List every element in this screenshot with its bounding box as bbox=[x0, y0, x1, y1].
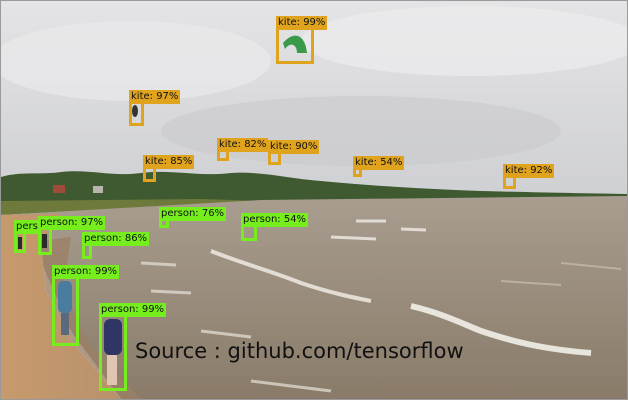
detection-box-kite: kite: 82% bbox=[217, 138, 269, 161]
detection-box-person: person: 99% bbox=[99, 303, 167, 391]
wave bbox=[330, 219, 427, 241]
detection-label: person: 99% bbox=[99, 303, 167, 317]
lake-water bbox=[1, 196, 627, 399]
kite-shape bbox=[283, 35, 307, 53]
kite-shape bbox=[132, 105, 138, 117]
detection-label: person: 97% bbox=[38, 216, 106, 230]
person-figure bbox=[18, 237, 22, 249]
detection-label: person: 99% bbox=[52, 265, 120, 279]
person-figure bbox=[42, 234, 47, 248]
beach-sand bbox=[1, 214, 121, 399]
wave bbox=[410, 303, 592, 356]
detection-box-person: person: 97% bbox=[38, 216, 106, 255]
detection-label: kite: 90% bbox=[268, 140, 320, 154]
detection-box-kite: kite: 90% bbox=[268, 140, 320, 165]
detection-box-person: pers bbox=[14, 220, 40, 253]
detection-label: kite: 99% bbox=[276, 16, 328, 30]
detection-box-person: person: 99% bbox=[52, 265, 120, 346]
person-figure bbox=[104, 319, 122, 355]
wave bbox=[140, 261, 332, 393]
detection-label: person: 54% bbox=[241, 213, 309, 227]
detection-box-kite: kite: 85% bbox=[143, 155, 195, 182]
wave bbox=[500, 262, 622, 286]
detection-box-kite: kite: 97% bbox=[129, 90, 181, 126]
detection-label: kite: 54% bbox=[353, 156, 405, 170]
grass-shore bbox=[1, 199, 261, 215]
detection-box-person: person: 86% bbox=[82, 232, 150, 259]
detection-label: person: 76% bbox=[159, 207, 227, 221]
wave bbox=[210, 249, 372, 303]
house bbox=[53, 185, 65, 193]
person-figure bbox=[107, 355, 117, 385]
detection-label: kite: 85% bbox=[143, 155, 195, 169]
detection-box-person: person: 76% bbox=[159, 207, 227, 228]
detection-label: kite: 97% bbox=[129, 90, 181, 104]
detection-box-kite: kite: 54% bbox=[353, 156, 405, 177]
source-caption: Source : github.com/tensorflow bbox=[135, 339, 464, 363]
cloud bbox=[1, 21, 271, 101]
detection-box-kite: kite: 99% bbox=[276, 16, 328, 64]
detection-label: kite: 82% bbox=[217, 138, 269, 152]
person-figure bbox=[61, 313, 69, 335]
detection-label: person: 86% bbox=[82, 232, 150, 246]
tree-line bbox=[1, 171, 627, 204]
detection-label: pers bbox=[14, 220, 40, 234]
cloud bbox=[301, 6, 627, 76]
detection-label: kite: 92% bbox=[503, 164, 555, 178]
house bbox=[93, 186, 103, 193]
detection-box-person: person: 54% bbox=[241, 213, 309, 241]
detection-box-kite: kite: 92% bbox=[503, 164, 555, 189]
person-figure bbox=[58, 281, 72, 313]
